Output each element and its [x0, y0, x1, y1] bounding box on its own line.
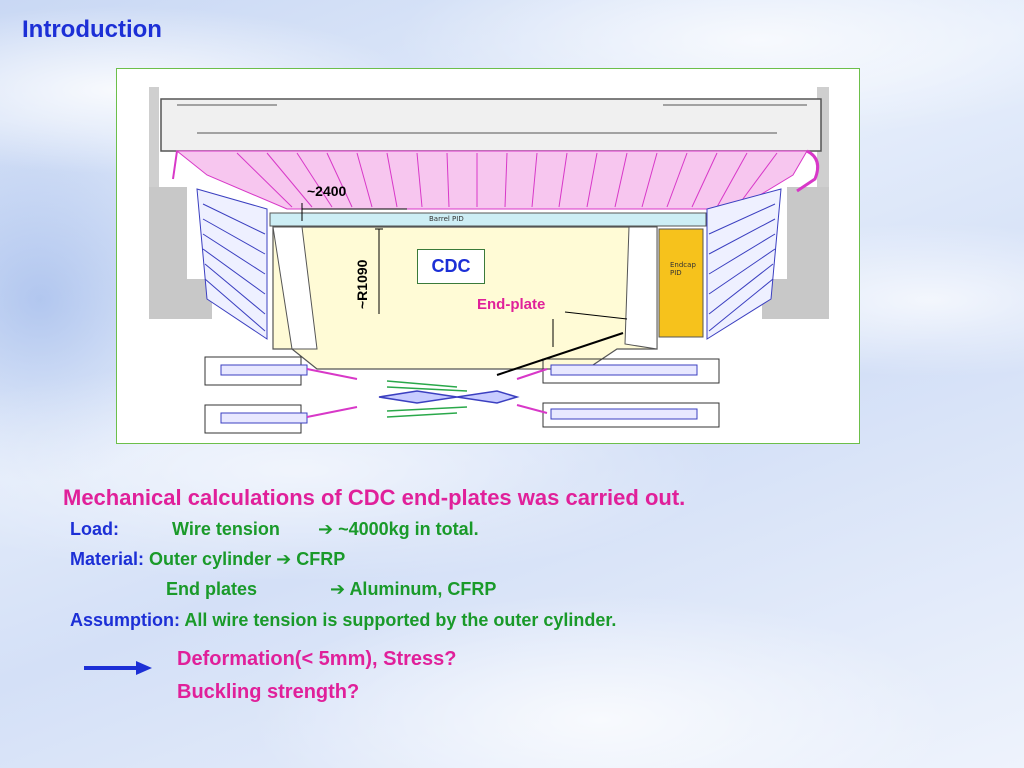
left-endcap	[196, 188, 268, 340]
material-end-text: End plates	[166, 579, 258, 599]
material-end-value-row: ➔ Aluminum, CFRP	[330, 579, 496, 600]
load-value: ~4000kg in total.	[338, 519, 479, 539]
result-line-2: Buckling strength?	[177, 681, 360, 703]
dimension-r1090-label: ~R1090	[354, 259, 370, 309]
barrel-pid-label: Barrel PID	[429, 215, 464, 223]
barrel-calorimeter	[175, 150, 808, 210]
endcap-pid-label: Endcap PID	[670, 261, 696, 277]
dimension-2400-label: ~2400	[307, 183, 347, 199]
summary-heading: Mechanical calculations of CDC end-plate…	[63, 485, 686, 510]
assumption-label: Assumption:	[70, 610, 180, 630]
cdc-right-endplate	[624, 226, 658, 350]
arrow-icon: ➔	[276, 549, 292, 570]
detector-drawing	[149, 87, 829, 434]
detector-cross-section-figure: CDC ~2400 ~R1090 End-plate Barrel PID En…	[116, 68, 860, 444]
assumption-text: All wire tension is supported by the out…	[184, 610, 617, 630]
endplate-leader-1	[564, 311, 628, 320]
arrow-icon: ➔	[330, 579, 346, 600]
endplate-line	[496, 332, 624, 376]
material-outer-value: CFRP	[296, 549, 346, 569]
cable-left	[172, 150, 178, 180]
cdc-label: CDC	[417, 249, 485, 284]
left-support	[149, 187, 212, 319]
barrel-pid	[269, 212, 707, 227]
endcap-pid-label-line1: Endcap	[670, 261, 696, 269]
endplate-label: End-plate	[477, 296, 546, 313]
right-endcap	[706, 188, 782, 340]
result-arrow-icon	[84, 661, 152, 675]
endcap-pid	[658, 228, 704, 338]
endcap-pid-label-line2: PID	[670, 269, 682, 277]
right-support	[762, 187, 829, 319]
cdc-left-endplate	[272, 226, 318, 350]
arrow-icon: ➔	[318, 519, 334, 540]
assumption-row: Assumption: All wire tension is supporte…	[70, 610, 616, 631]
material-end-value: Aluminum, CFRP	[349, 579, 497, 599]
cable-right	[796, 149, 820, 193]
left-yoke	[149, 87, 159, 277]
beamline-right	[516, 358, 720, 428]
interaction-region	[378, 380, 520, 418]
result-line-1: Deformation(< 5mm), Stress?	[177, 648, 457, 670]
solenoid	[160, 98, 822, 152]
beamline-left	[204, 356, 358, 434]
calorimeter-crystals	[236, 152, 778, 208]
load-arrow: ➔ ~4000kg in total.	[318, 519, 479, 540]
material-label: Material:	[70, 549, 145, 569]
material-outer: Outer cylinder	[149, 549, 272, 569]
page-title: Introduction	[22, 16, 162, 43]
load-row: Load:	[70, 519, 119, 540]
load-text: Wire tension	[172, 519, 280, 539]
load-label: Load:	[70, 519, 119, 539]
material-row: Material: Outer cylinder ➔ CFRP	[70, 549, 345, 570]
